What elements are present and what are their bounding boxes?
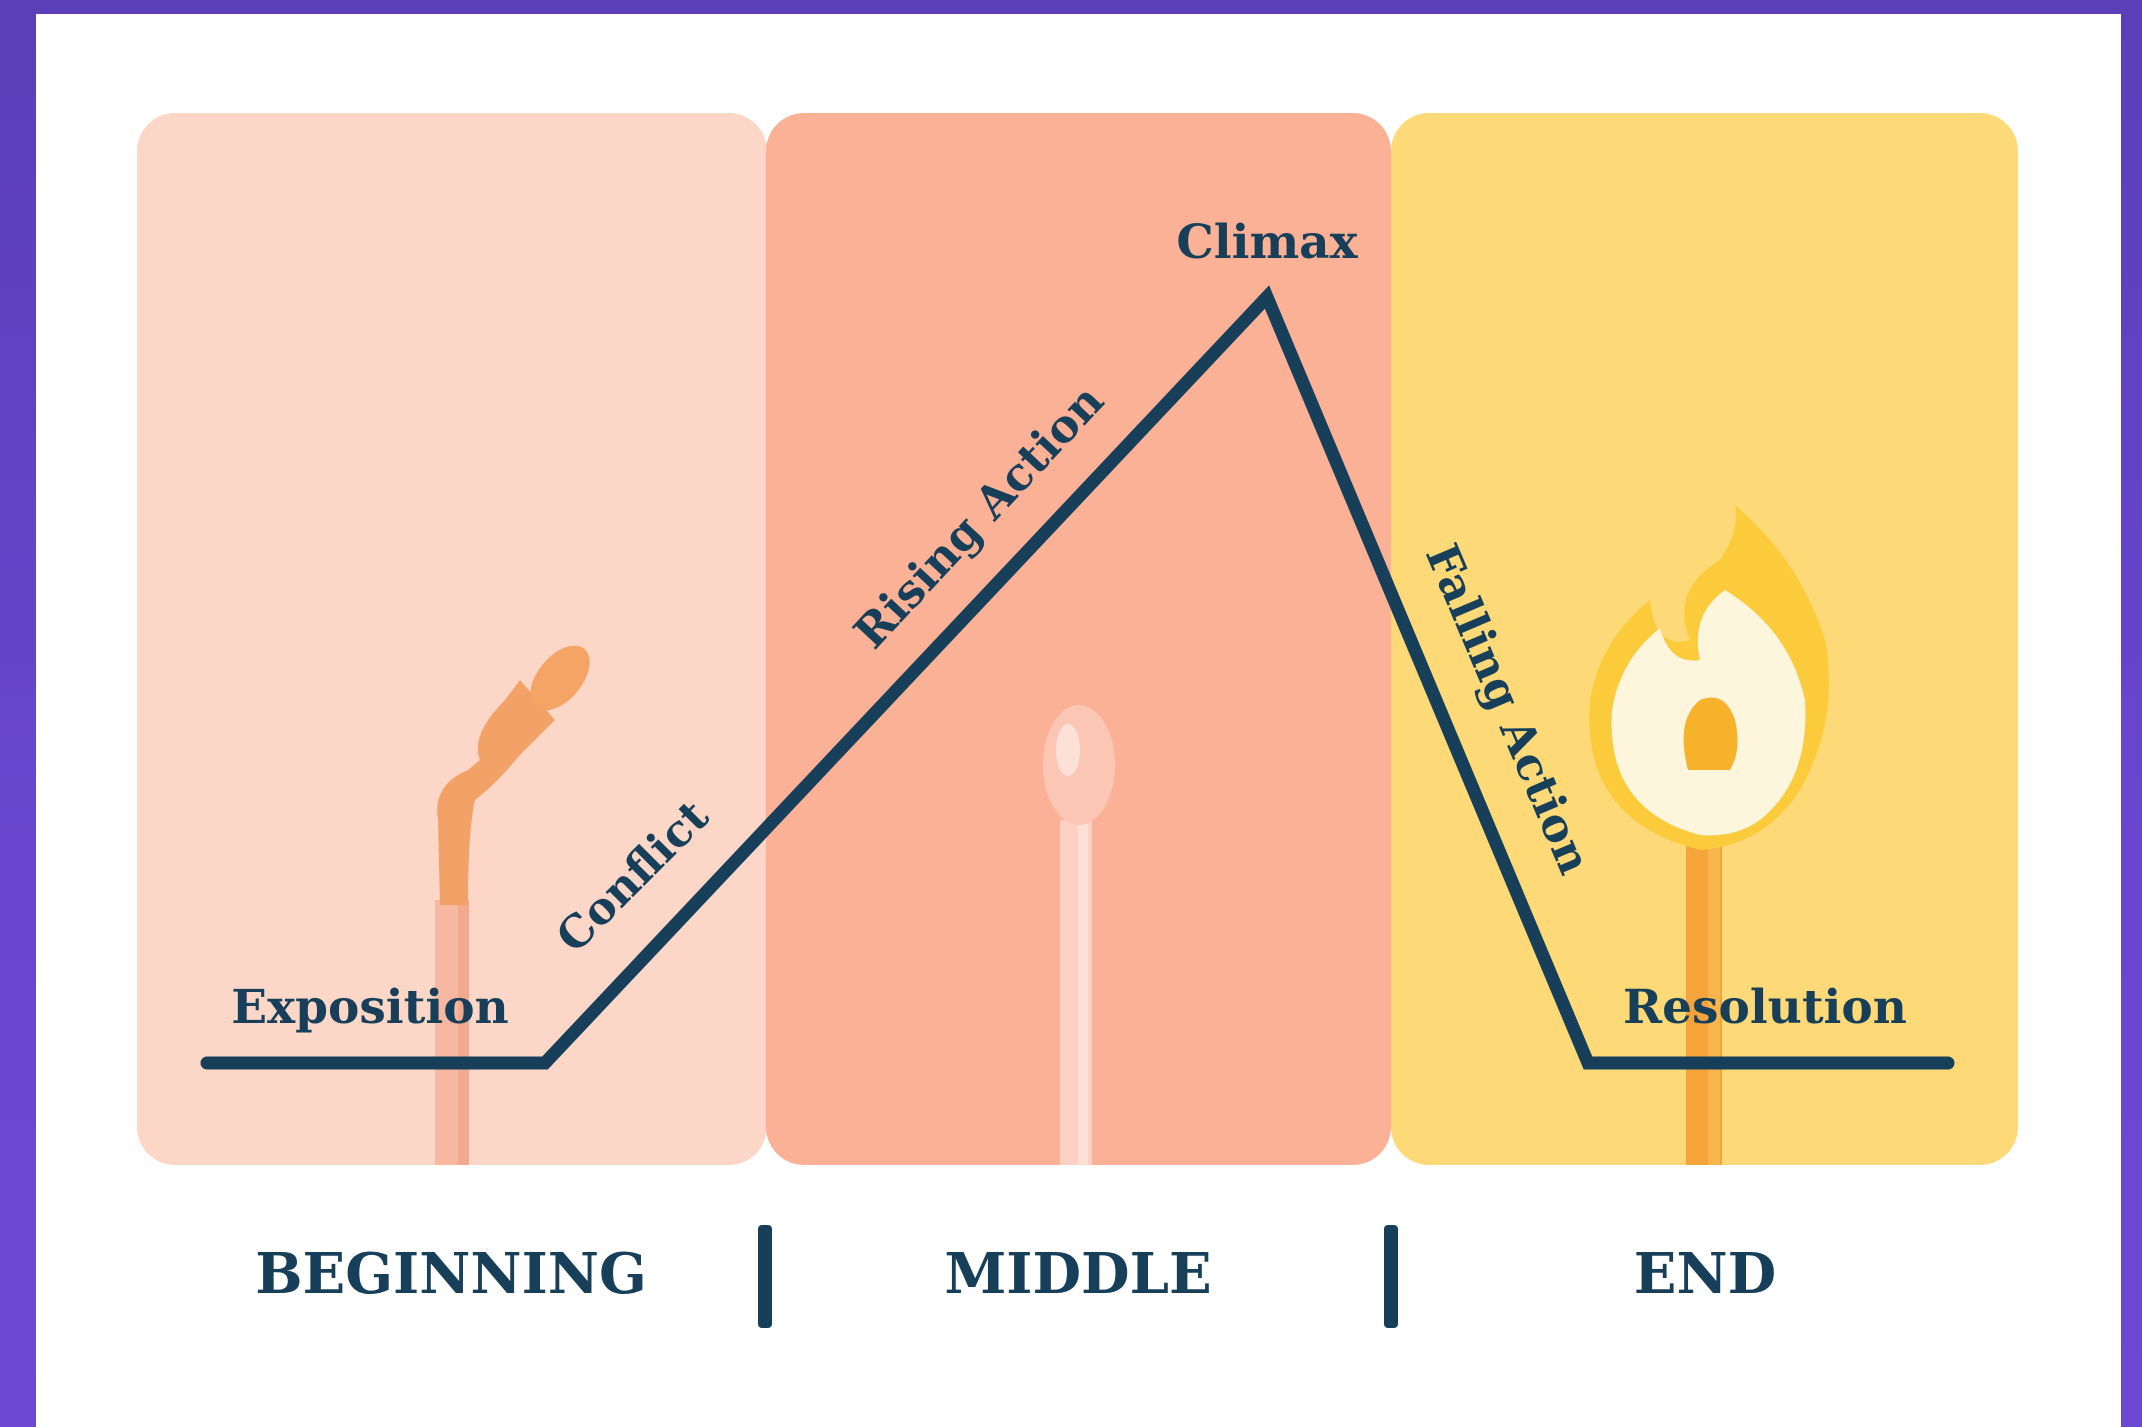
- label-climax: Climax: [1176, 215, 1358, 270]
- label-exposition: Exposition: [231, 980, 508, 1035]
- panel-middle: [766, 113, 1391, 1165]
- section-beginning: BEGINNING: [255, 1241, 647, 1307]
- panel-beginning: [137, 113, 767, 1165]
- burnt-match-icon: [435, 645, 590, 1165]
- section-divider: [1384, 1225, 1398, 1328]
- section-middle: MIDDLE: [944, 1241, 1211, 1307]
- unlit-match-icon: [1043, 705, 1115, 1165]
- section-divider: [758, 1225, 772, 1328]
- story-arc-line: [200, 285, 1955, 1070]
- label-resolution: Resolution: [1623, 980, 1907, 1035]
- section-end: END: [1634, 1241, 1776, 1307]
